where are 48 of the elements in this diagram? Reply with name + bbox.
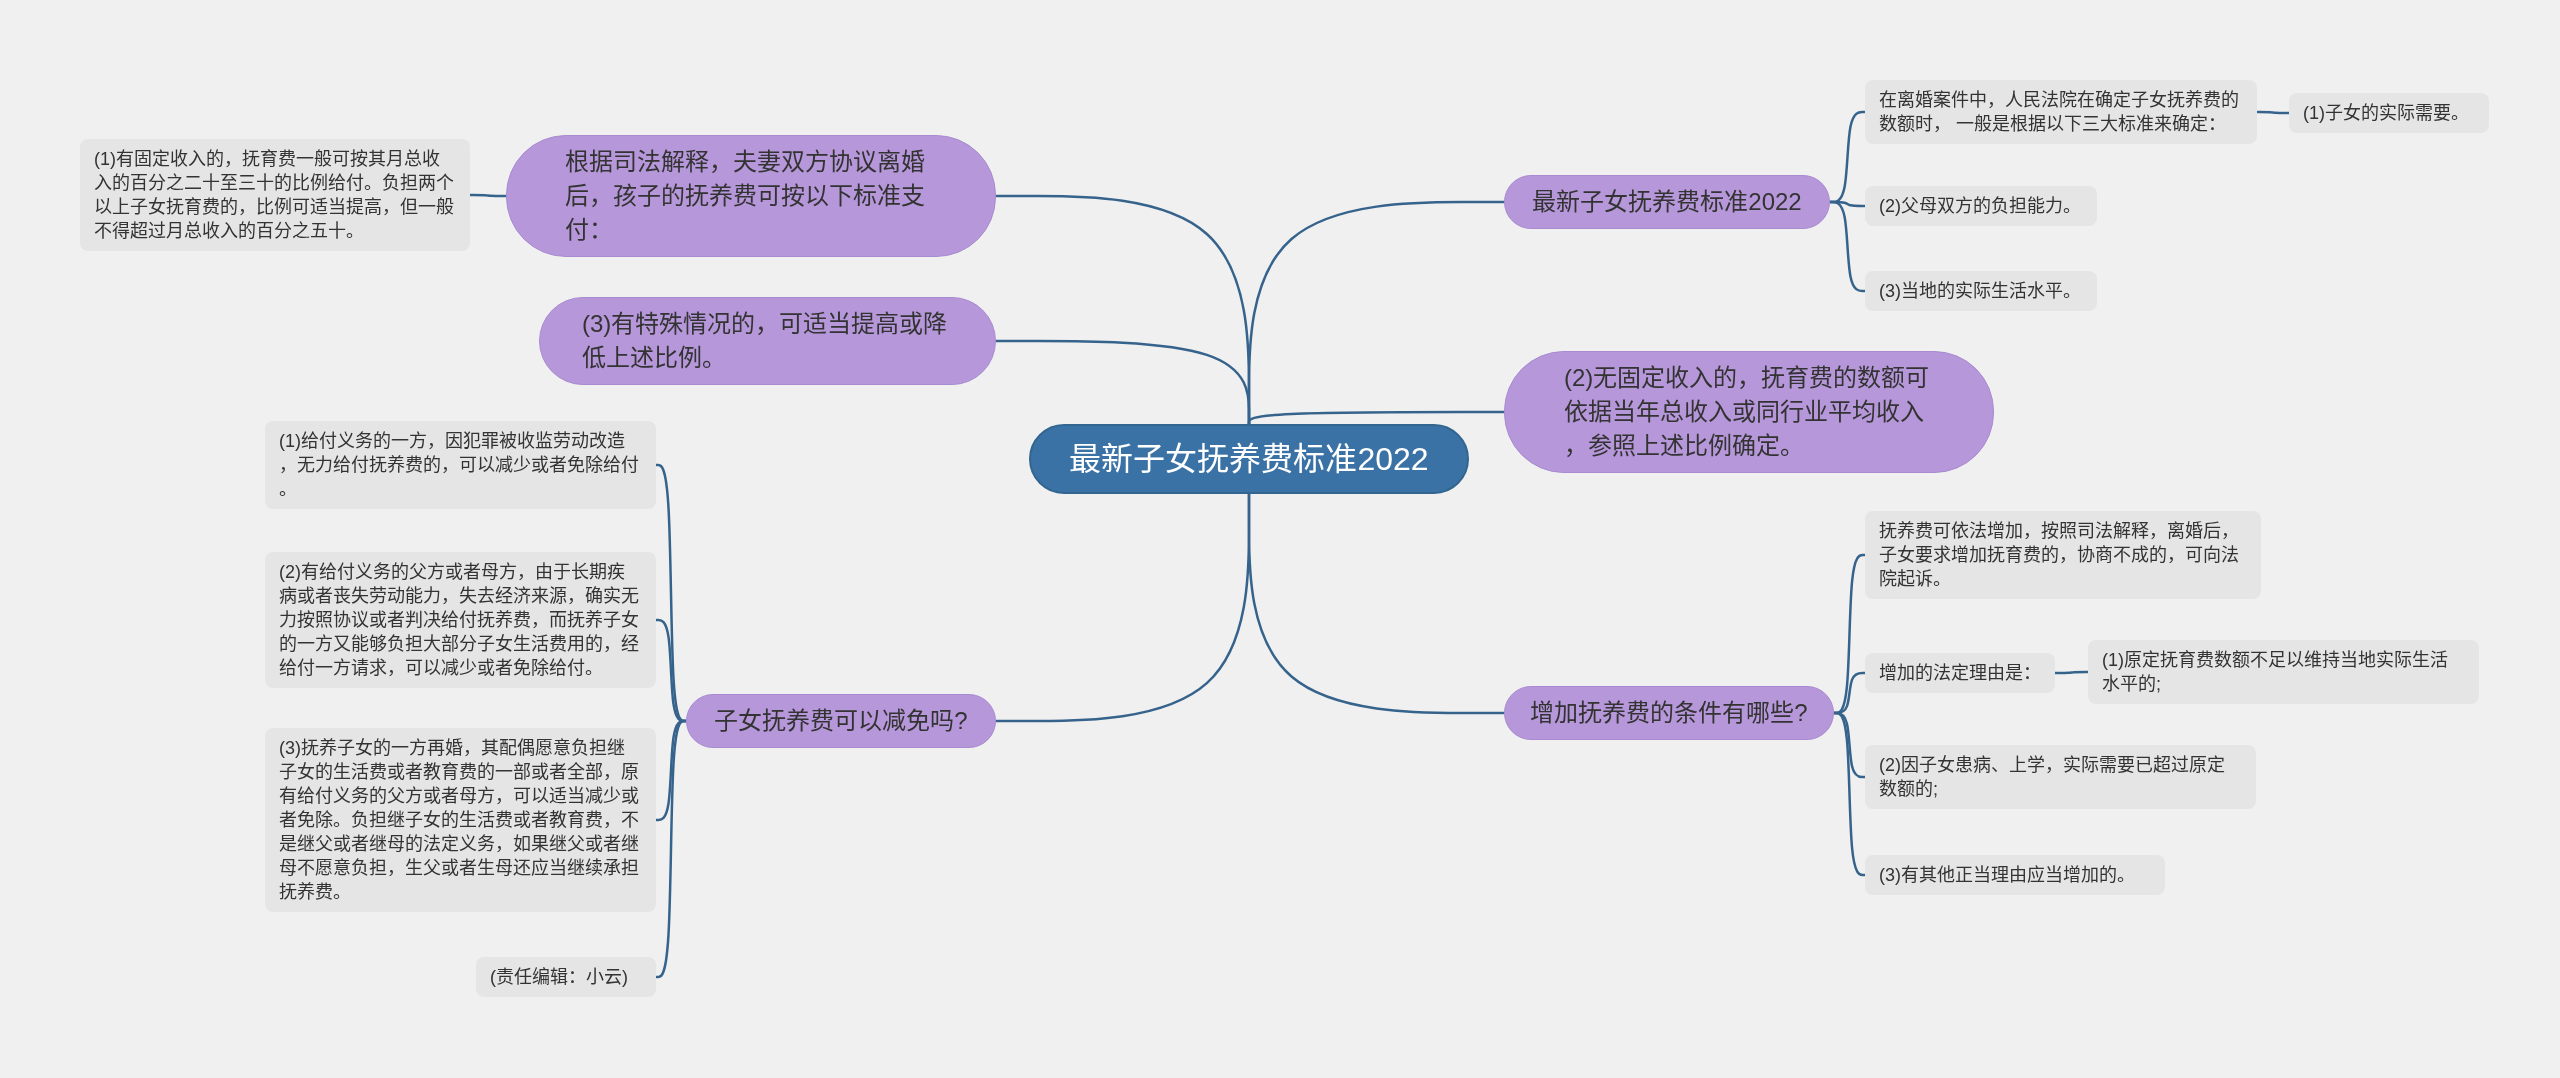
note-card bbox=[265, 552, 656, 688]
note-text: (责任编辑：小云) bbox=[490, 966, 629, 989]
branch-topic bbox=[686, 694, 996, 748]
note-text: (1)原定抚育费数额不足以维持当地实际生活水平的; bbox=[2102, 649, 2449, 696]
note-text: (1)有固定收入的，抚育费一般可按其月总收入的百分之二十至三十的比例给付。负担两个以上子女抚育费的，比例可适当提高，但一般不得超过月总收入的百分之五十。 bbox=[94, 148, 455, 243]
branch-topic-text: 根据司法解释，夫妻双方协议离婚后，孩子的抚养费可按以下标准支付： bbox=[565, 147, 926, 245]
connector-line bbox=[1834, 711, 1865, 877]
branch-topic-text: 增加抚养费的条件有哪些? bbox=[1529, 698, 1809, 728]
note-card bbox=[1865, 186, 2097, 226]
branch-topic-text: (3)有特殊情况的，可适当提高或降低上述比例。 bbox=[582, 309, 949, 373]
note-card bbox=[1865, 653, 2055, 693]
connector-line bbox=[1830, 200, 1865, 293]
connector-line bbox=[1834, 553, 1865, 715]
branch-topic bbox=[1504, 175, 1830, 229]
note-card bbox=[80, 139, 470, 251]
branch-topic-text: 最新子女抚养费标准2022 bbox=[1531, 187, 1803, 217]
note-text: 抚养费可依法增加，按照司法解释，离婚后，子女要求增加抚育费的，协商不成的，可向法院起诉。 bbox=[1879, 520, 2240, 591]
note-card bbox=[2289, 93, 2489, 133]
connector-line bbox=[656, 463, 686, 723]
connector-line bbox=[470, 193, 506, 198]
note-text: (3)当地的实际生活水平。 bbox=[1879, 280, 2082, 303]
connector-line bbox=[1247, 494, 1504, 715]
note-card bbox=[265, 421, 656, 509]
note-card bbox=[2088, 640, 2479, 704]
connector-line bbox=[656, 719, 686, 979]
note-card bbox=[1865, 80, 2257, 144]
note-card bbox=[1865, 511, 2261, 599]
note-card bbox=[476, 957, 656, 997]
note-card bbox=[1865, 271, 2097, 311]
note-text: (2)有给付义务的父方或者母方，由于长期疾病或者丧失劳动能力，失去经济来源，确实无力按照协议或者判决给付抚养费，而抚养子女的一方又能够负担大部分子女生活费用的，经给付一方请求，可以减少或者免除给付。 bbox=[279, 561, 640, 680]
note-text: 增加的法定理由是： bbox=[1879, 662, 2041, 685]
note-text: (2)父母双方的负担能力。 bbox=[1879, 195, 2082, 218]
note-card bbox=[265, 728, 656, 912]
branch-topic-text: 子女抚养费可以减免吗? bbox=[713, 706, 969, 736]
note-text: (2)因子女患病、上学，实际需要已超过原定数额的; bbox=[1879, 754, 2226, 801]
connector-line bbox=[2257, 110, 2289, 115]
note-text: (1)给付义务的一方，因犯罪被收监劳动改造，无力给付抚养费的，可以减少或者免除给付。 bbox=[279, 430, 640, 501]
connector-line bbox=[2055, 670, 2088, 675]
note-card bbox=[1865, 855, 2165, 895]
branch-topic bbox=[1504, 686, 1834, 740]
connector-line bbox=[1247, 410, 1504, 425]
note-text: (3)抚养子女的一方再婚，其配偶愿意负担继子女的生活费或者教育费的一部或者全部，原有给付义务的父方或者母方，可以适当减少或者免除。负担继子女的生活费或者教育费，不是继父或者继母的法定义务，如果继父或者继母不愿意负担，生父或者生母还应当继续承担抚养费。 bbox=[279, 737, 640, 904]
note-text: (1)子女的实际需要。 bbox=[2303, 102, 2470, 125]
note-text: (3)有其他正当理由应当增加的。 bbox=[1879, 864, 2136, 887]
note-card bbox=[1865, 745, 2256, 809]
note-text: 在离婚案件中，人民法院在确定子女抚养费的数额时， 一般是根据以下三大标准来确定： bbox=[1879, 89, 2240, 136]
central-topic-text: 最新子女抚养费标准2022 bbox=[1068, 440, 1430, 479]
branch-topic-text: (2)无固定收入的，抚育费的数额可依据当年总收入或同行业平均收入，参照上述比例确定。 bbox=[1564, 363, 1931, 461]
